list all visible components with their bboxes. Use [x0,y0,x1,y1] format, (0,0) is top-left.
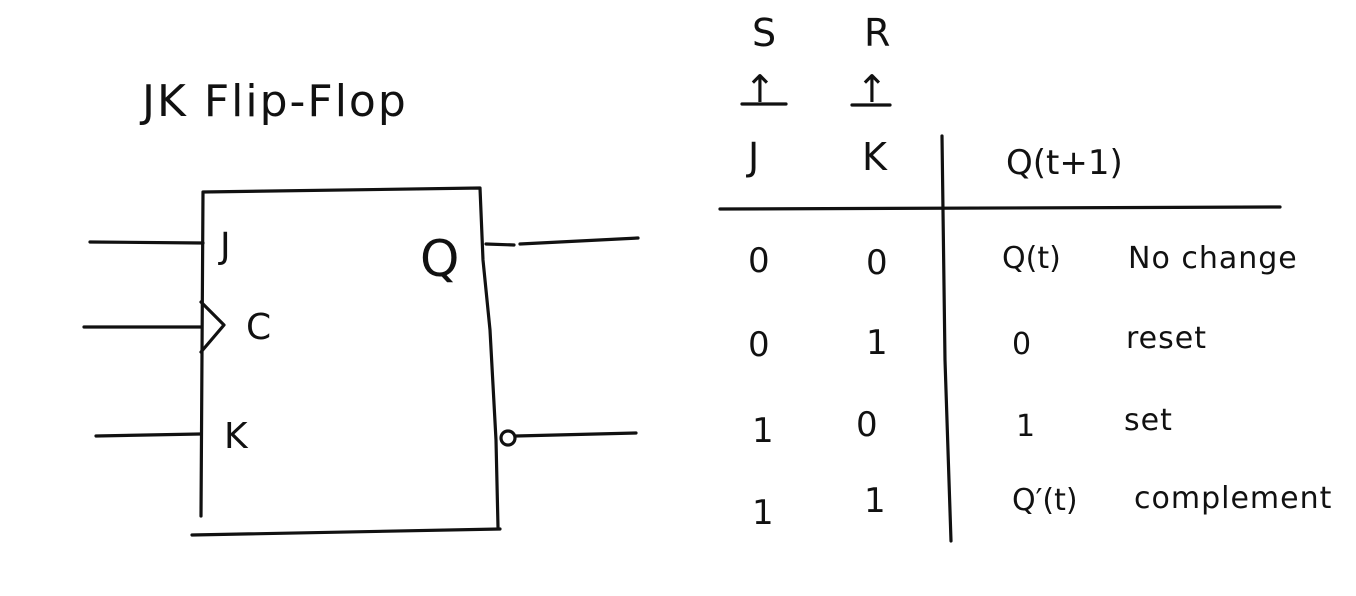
column-divider [940,134,953,543]
cell-description: reset [1126,321,1207,356]
col-header-k: K [862,135,888,179]
cell-q: 0 [1012,327,1031,362]
header-divider [718,205,1282,211]
pin-label-k: K [224,416,249,457]
pin-label-j: J [218,226,231,267]
alias-s: S [752,11,776,55]
inversion-bubble-icon [499,429,517,447]
flip-flop-block [190,186,502,537]
col-header-q-next: Q(t+1) [1006,143,1123,183]
truth-table: S R ↑ ↑ J K Q(t+1) 0 0 Q(t) No change 0 … [718,11,1332,543]
arrow-underline [740,102,892,107]
k-input-line [94,432,202,438]
jk-flip-flop-diagram: JK Flip-Flop J C K Q [82,76,640,537]
cell-k: 0 [856,405,878,445]
col-header-j: J [746,135,759,179]
cell-j: 1 [752,411,774,451]
q-complement-output-line [514,431,638,438]
j-input-line [88,240,205,245]
cell-j: 0 [748,325,770,365]
q-output-line [484,236,640,247]
cell-j: 1 [752,493,774,533]
cell-description: set [1124,403,1173,438]
cell-q: Q(t) [1002,241,1061,276]
pin-label-c: C [246,307,271,348]
alias-r: R [864,11,890,55]
diagram-title: JK Flip-Flop [139,76,408,127]
cell-q: 1 [1016,409,1035,444]
cell-q: Q′(t) [1012,483,1078,518]
cell-j: 0 [748,241,770,281]
cell-description: complement [1134,481,1332,516]
cell-k: 1 [866,323,888,363]
pin-label-q: Q [420,230,459,288]
cell-k: 0 [866,243,888,283]
cell-k: 1 [864,481,886,521]
cell-description: No change [1128,241,1298,276]
clock-triangle-icon [199,300,226,354]
